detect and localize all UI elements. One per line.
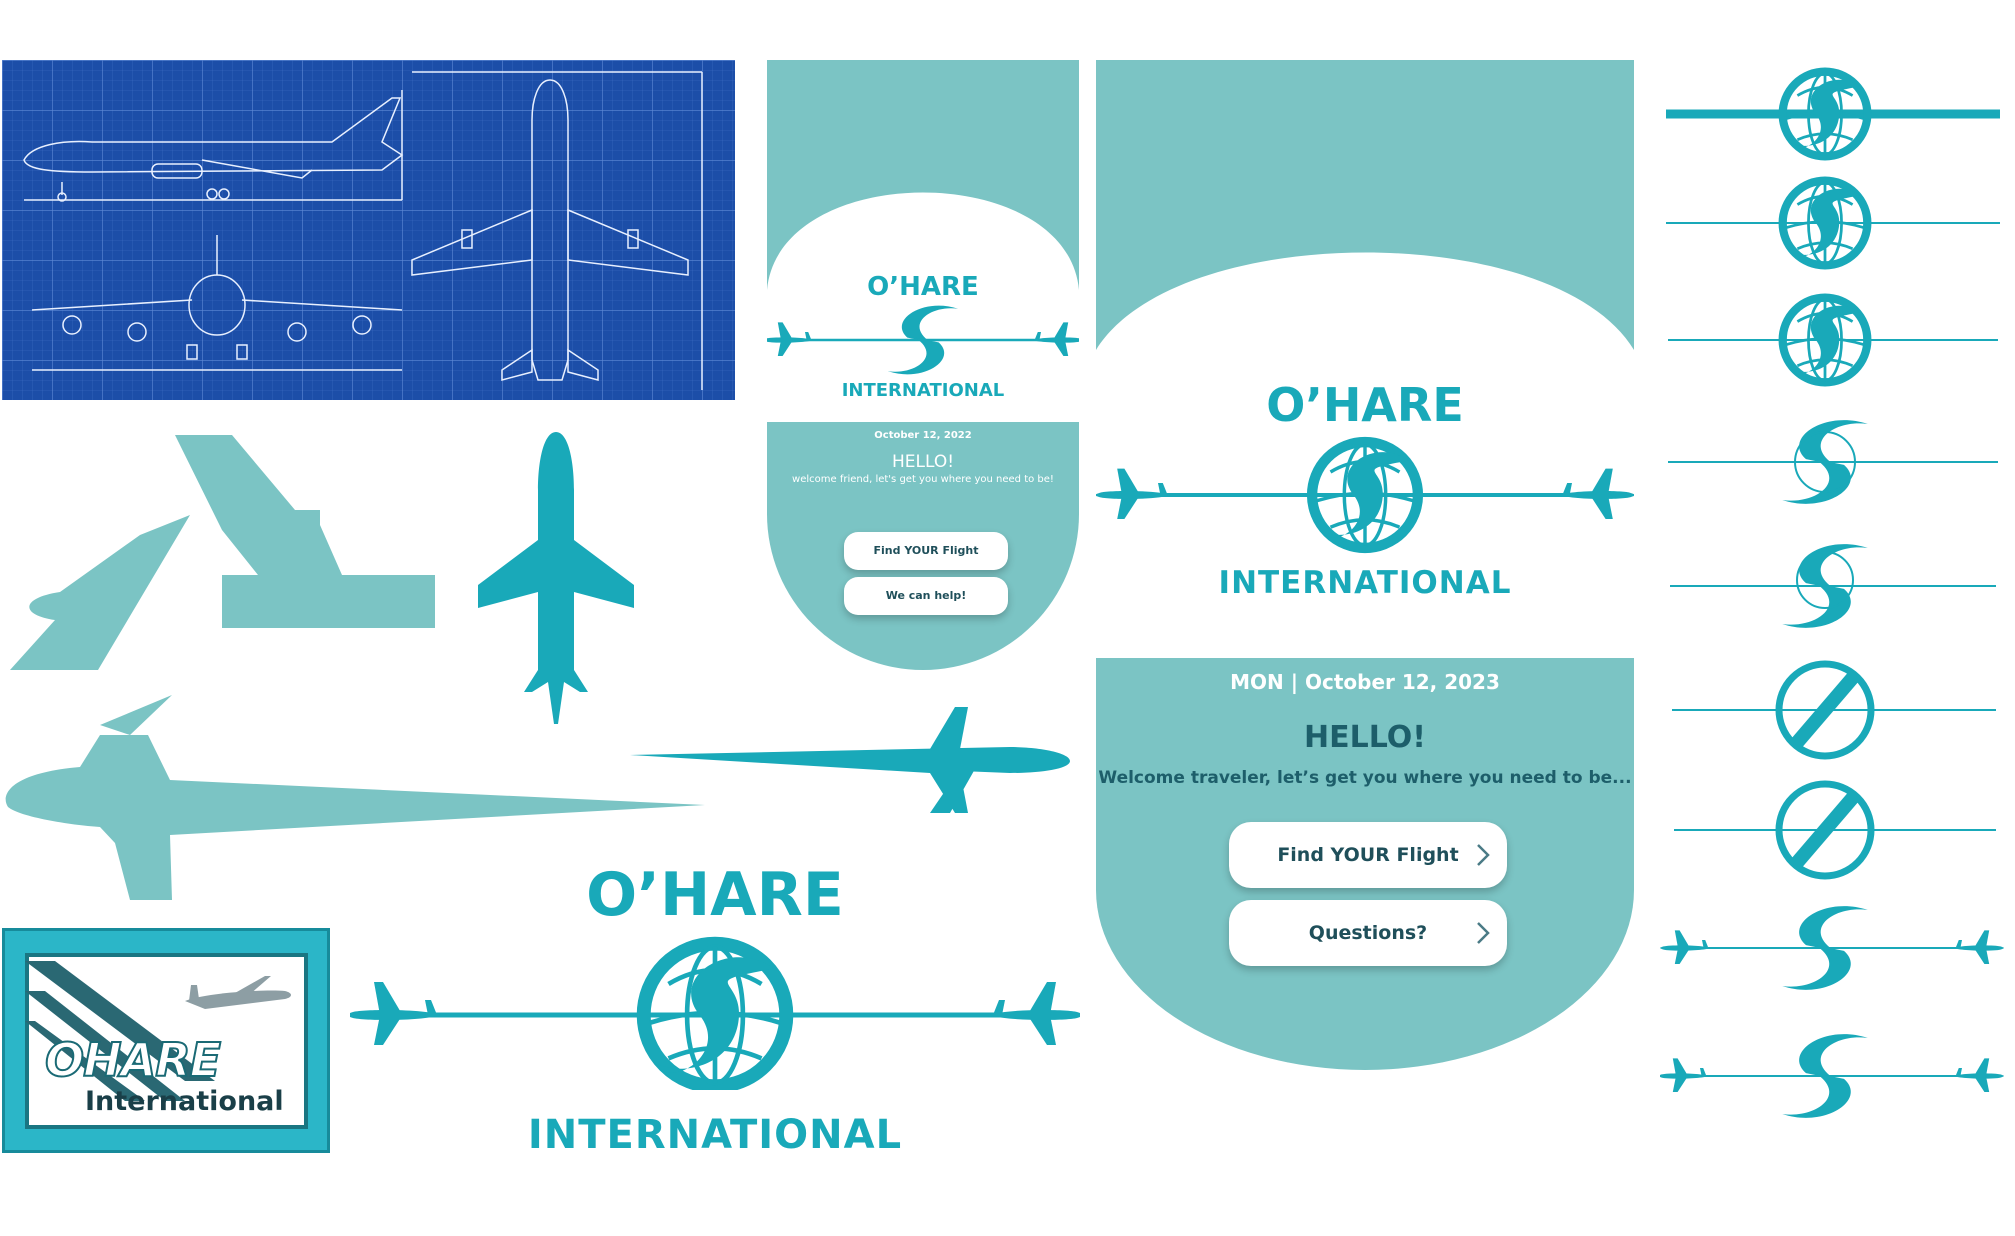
large-questions-label: Questions? (1308, 922, 1428, 944)
globe-logo-icon (1672, 660, 1996, 760)
large-questions-button[interactable]: Questions? (1229, 900, 1507, 966)
main-logo: O’HARE INTERNATIONAL (350, 860, 1080, 1160)
large-panel: MON | October 12, 2023 HELLO! Welcome tr… (1096, 658, 1634, 1070)
small-help-button[interactable]: We can help! (844, 577, 1008, 615)
blueprint-image (2, 60, 735, 400)
logo-bottom-text: INTERNATIONAL (527, 1112, 903, 1158)
airplane-silhouette-icon (476, 430, 636, 725)
small-find-flight-button[interactable]: Find YOUR Flight (844, 532, 1008, 570)
large-greeting: HELLO! (1304, 720, 1426, 755)
large-date: MON | October 12, 2023 (1230, 670, 1500, 694)
small-panel: October 12, 2022 HELLO! welcome friend, … (767, 422, 1079, 670)
globe-logo-icon (1670, 544, 1996, 628)
small-logo-bottom-text: INTERNATIONAL (841, 380, 1005, 401)
large-logo-bottom-text: INTERNATIONAL (1218, 565, 1512, 601)
old-logo-line2: International (85, 1086, 284, 1117)
chevron-right-icon (1477, 922, 1490, 944)
globe-logo-icon (1660, 1034, 2004, 1118)
large-subtitle: Welcome traveler, let’s get you where yo… (1098, 768, 1632, 788)
small-date: October 12, 2022 (874, 430, 972, 441)
old-ohare-logo: OHARE International (2, 928, 330, 1153)
airplane-wing-shape (0, 430, 440, 670)
mobile-mockup-large: O’HARE INTERNATIONAL MON | October 12, 2… (1096, 60, 1634, 1070)
globe-logo-icon (1668, 420, 1998, 504)
logo-top-text: O’HARE (586, 860, 844, 930)
small-greeting: HELLO! (891, 452, 955, 472)
large-find-flight-label: Find YOUR Flight (1277, 844, 1459, 866)
globe-logo-icon (1666, 72, 2000, 157)
globe-logo-icon (1668, 298, 1998, 383)
small-logo-top-text: O’HARE (867, 272, 979, 302)
chevron-right-icon (1477, 844, 1490, 866)
long-airplane-shape-light (0, 695, 715, 910)
large-find-flight-button[interactable]: Find YOUR Flight (1229, 822, 1507, 888)
globe-logo-icon (1660, 906, 2004, 990)
globe-logo-icon (1674, 780, 1996, 880)
mobile-mockup-small: O’HARE INTERNATIONAL October 12, 2022 HE… (767, 60, 1079, 670)
old-logo-line1: OHARE (44, 1032, 222, 1088)
small-subtitle: welcome friend, let's get you where you … (792, 474, 1054, 485)
long-airplane-shape-teal (630, 705, 1070, 815)
globe-logo-icon (1666, 181, 2000, 266)
large-logo-top-text: O’HARE (1266, 378, 1464, 432)
logo-exploration-column (1660, 60, 2005, 1140)
